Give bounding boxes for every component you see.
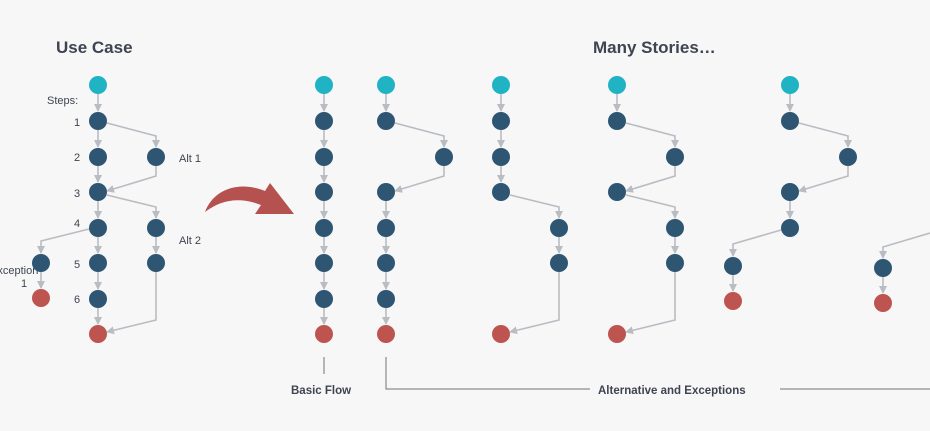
use-case-step-node [89, 183, 107, 201]
alt2-label: Alt 2 [179, 235, 201, 247]
story2-end-node [377, 325, 395, 343]
use-case-end-node [89, 325, 107, 343]
story1-step-node [315, 254, 333, 272]
story2-edge [394, 122, 448, 148]
story3-step-node [492, 183, 510, 201]
use-case-step-node [89, 112, 107, 130]
use-case-alt1-edge [106, 122, 160, 148]
story1-step-node [315, 290, 333, 308]
use-case-step-node [89, 290, 107, 308]
story6-exception-step-node [874, 259, 892, 277]
exception-label: Exception [0, 265, 38, 277]
story5-edge [798, 122, 852, 148]
story1-step-node [315, 183, 333, 201]
use-case-step-node [89, 254, 107, 272]
use-case-exception-end-node [32, 289, 50, 307]
story4-end-node [608, 325, 626, 343]
story5-edge [798, 166, 849, 193]
story5-start-node [781, 76, 799, 94]
story4-edge [625, 122, 679, 148]
story3-alt-step-node [550, 219, 568, 237]
use-case-alt1-step-node [147, 148, 165, 166]
step-number-4: 4 [74, 218, 80, 230]
step-number-2: 2 [74, 152, 80, 164]
story6-exception-end-node [874, 294, 892, 312]
story4-step-node [608, 183, 626, 201]
use-case-step-node [89, 148, 107, 166]
story4-edge [625, 272, 676, 335]
story1-step-node [315, 148, 333, 166]
story5-step-node [781, 112, 799, 130]
story2-start-node [377, 76, 395, 94]
story5-alt-step-node [839, 148, 857, 166]
use-case-step-node [89, 219, 107, 237]
story1-end-node [315, 325, 333, 343]
story3-edge [509, 194, 563, 219]
exception-number: 1 [21, 278, 27, 290]
use-case-alt2-step-node [147, 219, 165, 237]
use-case-start-node [89, 76, 107, 94]
story4-alt-step-node [666, 148, 684, 166]
story1-step-node [315, 219, 333, 237]
use-case-alt2-edge [106, 194, 160, 219]
story2-step-node [377, 290, 395, 308]
story5-edge [729, 229, 782, 257]
story2-step-node [377, 183, 395, 201]
use-case-exception-edge [37, 228, 90, 254]
step-number-1: 1 [74, 117, 80, 129]
story5-exception-step-node [724, 257, 742, 275]
story3-step-node [492, 148, 510, 166]
story4-alt-step-node [666, 219, 684, 237]
step-number-3: 3 [74, 188, 80, 200]
use-case-heading: Use Case [56, 38, 133, 57]
step-number-5: 5 [74, 259, 80, 271]
story5-step-node [781, 219, 799, 237]
curved-arrow-icon [205, 183, 294, 214]
story3-start-node [492, 76, 510, 94]
story2-step-node [377, 219, 395, 237]
story4-step-node [608, 112, 626, 130]
step-number-6: 6 [74, 294, 80, 306]
story4-alt-step-node [666, 254, 684, 272]
story4-edge [625, 194, 679, 219]
use-case-alt2-edge [106, 272, 157, 335]
story3-edge [509, 272, 560, 335]
story3-step-node [492, 112, 510, 130]
story5-exception-end-node [724, 292, 742, 310]
story5-step-node [781, 183, 799, 201]
story1-start-node [315, 76, 333, 94]
many-stories-heading: Many Stories… [593, 38, 716, 57]
story4-edge [625, 166, 676, 193]
story2-step-node [377, 254, 395, 272]
use-case-alt2-step-node [147, 254, 165, 272]
basic-flow-caption: Basic Flow [291, 385, 351, 397]
story4-start-node [608, 76, 626, 94]
use-case-exception-step-node [32, 254, 50, 272]
story2-alt-step-node [435, 148, 453, 166]
story1-step-node [315, 112, 333, 130]
use-case-alt1-edge [106, 166, 157, 193]
story2-edge [394, 166, 445, 193]
steps-label: Steps: [47, 95, 78, 107]
story3-end-node [492, 325, 510, 343]
alt1-label: Alt 1 [179, 153, 201, 165]
alternatives-caption: Alternative and Exceptions [598, 385, 746, 397]
story6-edge [879, 232, 930, 259]
story3-alt-step-node [550, 254, 568, 272]
alternatives-leader-left [385, 357, 590, 390]
story2-step-node [377, 112, 395, 130]
